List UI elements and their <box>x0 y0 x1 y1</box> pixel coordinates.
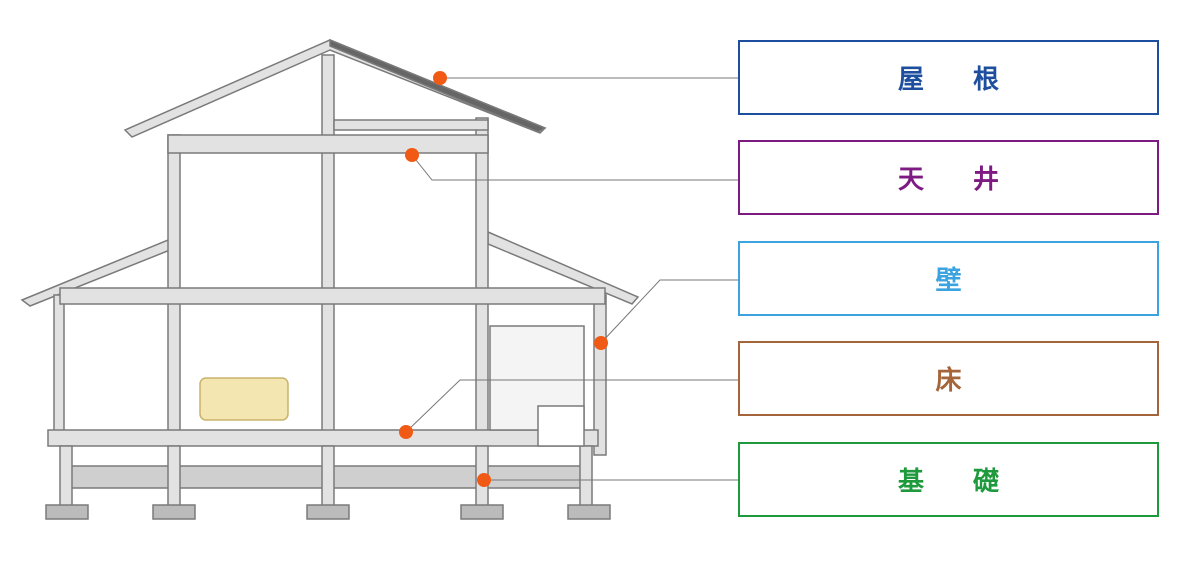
ceiling-marker <box>405 148 419 162</box>
label-floor[interactable]: 床 <box>738 341 1159 416</box>
roof-marker <box>433 71 447 85</box>
label-wall[interactable]: 壁 <box>738 241 1159 316</box>
markers <box>399 71 608 487</box>
label-foundation[interactable]: 基 礎 <box>738 442 1159 517</box>
label-ceiling[interactable]: 天 井 <box>738 140 1159 215</box>
wall-marker <box>594 336 608 350</box>
foundation-marker <box>477 473 491 487</box>
house-structure <box>20 38 640 520</box>
floor-marker <box>399 425 413 439</box>
label-roof[interactable]: 屋 根 <box>738 40 1159 115</box>
sofa <box>199 377 289 421</box>
leader-lines <box>405 77 738 481</box>
